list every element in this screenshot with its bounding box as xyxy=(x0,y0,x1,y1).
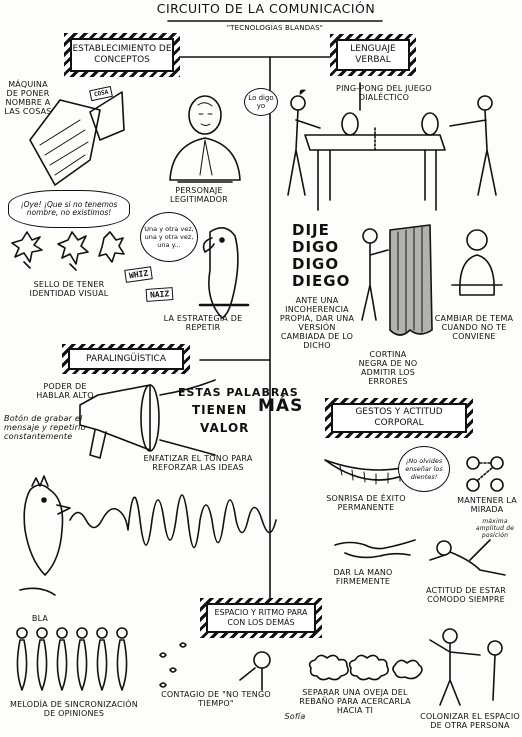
player-left xyxy=(290,95,306,111)
label-cortina: Cortina negra de no admitir los errores xyxy=(358,350,418,386)
page-subtitle: "Tecnologías blandas" xyxy=(226,24,324,32)
label-mirada: Mantener la mirada xyxy=(457,496,517,514)
speech-bubble-lo-digo-yo: Lo digo yo xyxy=(244,88,278,116)
rooster xyxy=(23,484,64,576)
label-bla: BLA xyxy=(31,614,49,623)
sound-wave xyxy=(69,494,277,548)
box-espacio-ritmo: Espacio y ritmo para con los demás xyxy=(206,603,316,633)
label-cambiar-tema: Cambiar de tema cuando no te conviene xyxy=(434,314,514,341)
stamp-naiz: NAIZ xyxy=(145,287,174,302)
choir-figures xyxy=(16,639,128,691)
label-maquina: Máquina de poner nombre a las cosas xyxy=(4,80,52,116)
ping-pong-table xyxy=(304,134,446,151)
label-personaje: Personaje legitimador xyxy=(170,186,228,204)
label-actitud: Actitud de estar cómodo siempre xyxy=(426,586,506,604)
label-colonizar: Colonizar el espacio de otra persona xyxy=(420,712,520,730)
fly-insects xyxy=(159,642,187,688)
thinker-head xyxy=(466,229,488,251)
label-ping-pong: Ping-pong del juego dialéctico xyxy=(336,84,432,102)
label-sonrisa: Sonrisa de éxito permanente xyxy=(326,494,406,512)
seal-badge xyxy=(11,231,43,263)
sheep-flock xyxy=(308,654,349,681)
seal-badge xyxy=(57,231,89,265)
megaphone xyxy=(79,384,151,451)
megaphone-text-1: ESTAS PALABRAS xyxy=(178,386,299,399)
megaphone-text-3: MÁS xyxy=(258,396,304,416)
label-enfatizar: Enfatizar el tono para reforzar las idea… xyxy=(143,454,253,472)
lounging-person xyxy=(436,540,452,556)
handshake xyxy=(334,539,416,550)
label-boton: Botón de grabar el mensaje y repetirlo c… xyxy=(4,414,86,441)
box-lenguaje-verbal: Lenguaje verbal xyxy=(336,39,410,71)
word-digo-2: DIGO xyxy=(292,255,340,273)
seal-badge xyxy=(98,231,125,263)
colonizer-person xyxy=(442,628,458,644)
artist-signature: Sofía xyxy=(284,712,306,721)
gaze-eye xyxy=(466,456,480,470)
label-sello: Sello de tener identidad visual xyxy=(29,280,109,298)
box-gestos-actitud: Gestos y actitud corporal xyxy=(331,403,467,433)
label-amplitud: máxima amplitud de posición xyxy=(475,518,515,539)
page-title: Circuito de la comunicación xyxy=(156,1,376,16)
bust-head xyxy=(188,95,222,135)
bust-body xyxy=(169,137,241,181)
label-mano: Dar la mano firmemente xyxy=(333,568,393,586)
paddle-right xyxy=(421,112,439,136)
label-melodia: Melodía de sincronización de opiniones xyxy=(10,700,138,718)
label-incoherencia: Ante una incoherencia propia, dar una ve… xyxy=(279,296,355,350)
black-curtain xyxy=(389,224,433,336)
box-paralinguistica: Paralingüística xyxy=(68,348,184,370)
word-diego: DIEGO xyxy=(292,272,351,290)
parrot xyxy=(208,227,239,319)
word-digo-1: DIGO xyxy=(292,238,340,256)
player-right xyxy=(477,95,493,111)
paddle-left xyxy=(341,112,359,136)
name-machine xyxy=(29,99,101,186)
word-dije: DIJE xyxy=(292,221,330,239)
box-establecimiento-conceptos: Establecimiento de conceptos xyxy=(70,38,174,72)
speech-bubble-parrot: Una y otra vez, una y otra vez, una y... xyxy=(140,212,198,262)
label-contagio: Contagio de "no tengo tiempo" xyxy=(161,690,271,708)
speech-bubble-oye: ¡Oye! ¡Que si no tenemos nombre, no exis… xyxy=(8,190,130,228)
megaphone-text-2: TIENEN xyxy=(192,403,248,417)
speech-bubble-dientes: ¡No olvides enseñar los dientes! xyxy=(398,446,450,492)
label-oveja: Separar una oveja del rebaño para acerca… xyxy=(299,688,411,715)
label-poder: Poder de hablar alto xyxy=(36,382,94,400)
label-estrategia: La estrategia de repetir xyxy=(163,314,243,332)
megaphone-text-4: VALOR xyxy=(200,421,250,435)
